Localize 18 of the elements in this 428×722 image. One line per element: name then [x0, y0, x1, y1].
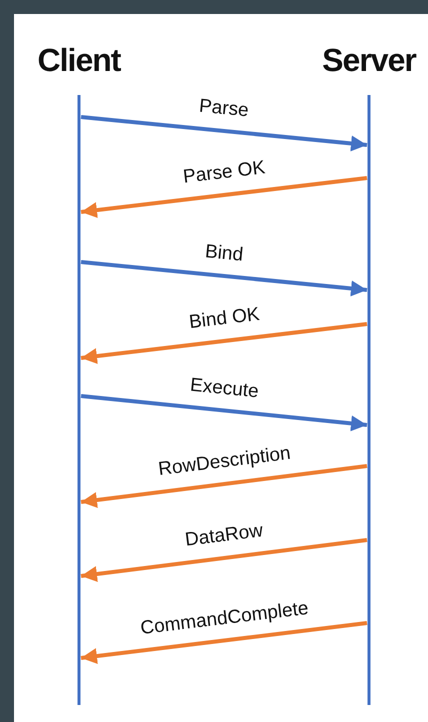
- message-arrow: [80, 260, 368, 296]
- edge-label: Bind: [204, 241, 244, 267]
- edge-label: Parse: [198, 96, 250, 122]
- message-arrow: [80, 538, 368, 582]
- message-arrow: [80, 322, 368, 364]
- edge-label: Bind OK: [187, 304, 260, 334]
- lifeline-header: Server: [321, 42, 418, 79]
- lifeline-header: Client: [36, 42, 122, 79]
- message-arrow: [80, 115, 368, 152]
- message-arrow: [80, 464, 368, 508]
- edge-label: Parse OK: [182, 157, 266, 189]
- message-arrow: [80, 621, 368, 664]
- edge-label: DataRow: [184, 520, 264, 552]
- message-arrow: [80, 394, 368, 432]
- edge-label: CommandComplete: [138, 597, 310, 640]
- edge-label: RowDescription: [156, 442, 292, 482]
- edge-label: Execute: [188, 374, 260, 403]
- message-arrow: [80, 176, 368, 218]
